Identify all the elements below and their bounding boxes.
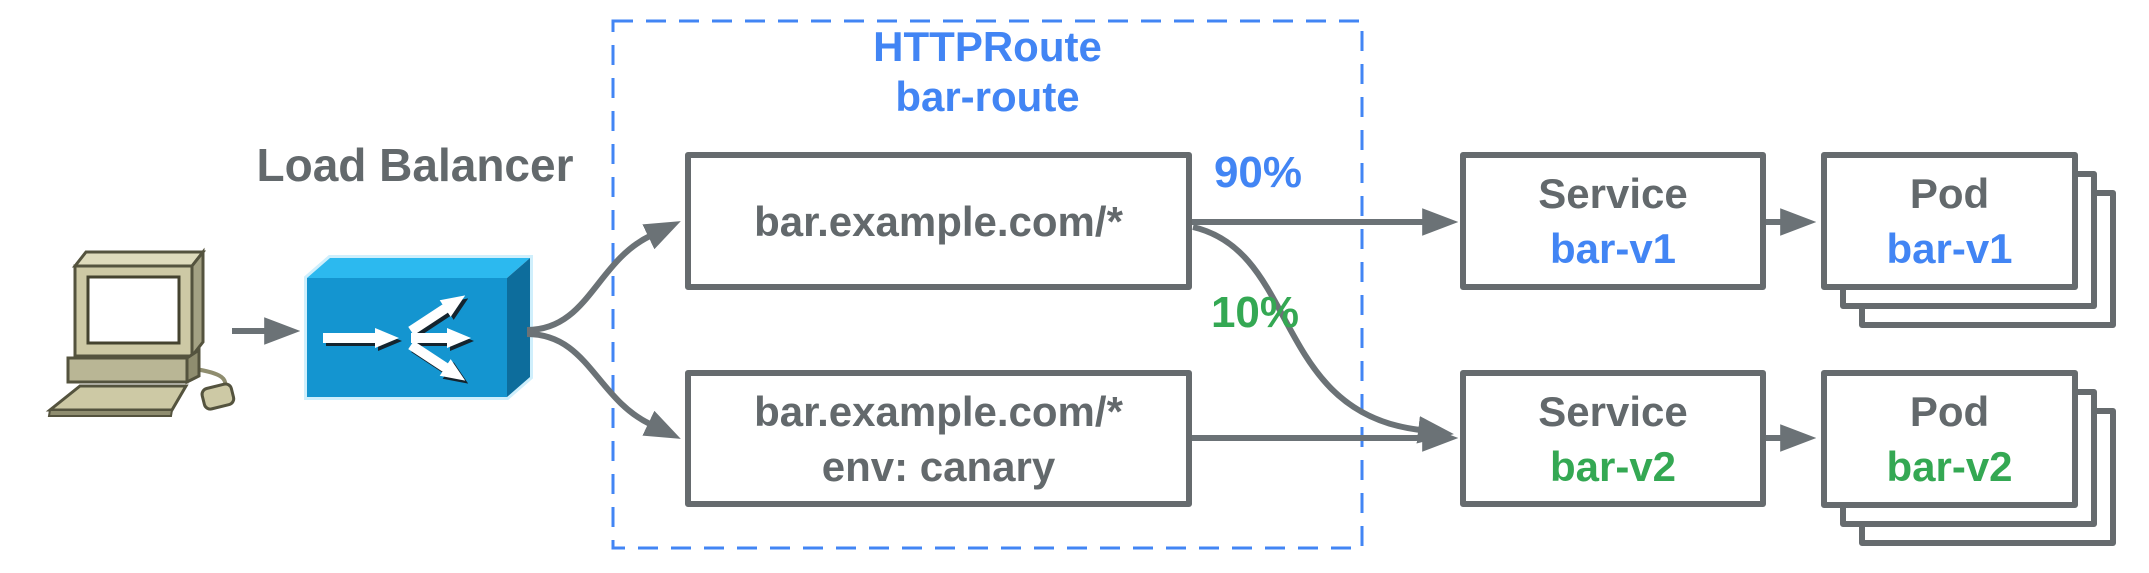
lb-fork-arrow-top: [526, 221, 681, 333]
monitor-top-face: [71, 250, 207, 268]
pod-2-kind: Pod: [1909, 388, 1990, 435]
weight-10-label: 10%: [1210, 288, 1300, 337]
keyboard-front-edge: [47, 409, 174, 417]
mouse-icon: [200, 382, 236, 411]
service-1-name: bar-v1: [1549, 225, 1677, 272]
httproute-title: HTTPRoute bar-route: [613, 22, 1362, 122]
desktop-computer-icon: [45, 247, 236, 417]
match-rule-box-2: bar.example.com/* env: canary: [685, 370, 1192, 507]
monitor-side-face: [190, 247, 205, 361]
route-arrow-10-percent-curve: [1192, 224, 1454, 444]
service-box-bar-v1: Service bar-v1: [1460, 152, 1766, 290]
match-rule-2-host: bar.example.com/*: [754, 387, 1123, 435]
lb-side-face: [507, 258, 530, 397]
httproute-group-dashed-border: [611, 19, 1364, 550]
lb-fork-arrow-bottom: [526, 331, 681, 439]
service-1-kind: Service: [1538, 170, 1688, 217]
keyboard-icon: [45, 384, 189, 412]
pod-card-bar-v2: Pod bar-v2: [1821, 370, 2078, 508]
pod-stack-bar-v1: Pod bar-v1: [1821, 152, 2117, 329]
pod-card-bar-v1: Pod bar-v1: [1821, 152, 2078, 290]
weight-90-label: 90%: [1213, 148, 1303, 197]
lb-traffic-split-arrows: [323, 295, 471, 381]
service-2-name: bar-v2: [1549, 442, 1677, 490]
service-box-bar-v2: Service bar-v2: [1460, 370, 1766, 507]
pod-1-name: bar-v1: [1886, 225, 2013, 272]
load-balancer-icon: [304, 255, 533, 400]
httproute-kind-label: HTTPRoute: [873, 23, 1102, 70]
pod-1-kind: Pod: [1909, 170, 1990, 217]
lb-top-face: [307, 258, 530, 278]
match-rule-box-1: bar.example.com/*: [685, 152, 1192, 290]
cpu-slab: [66, 356, 189, 384]
match-rule-2-header: env: canary: [821, 442, 1056, 490]
match-rule-1-host: bar.example.com/*: [754, 197, 1123, 245]
monitor-screen: [86, 275, 181, 345]
service-2-kind: Service: [1538, 387, 1688, 435]
pod-2-name: bar-v2: [1886, 443, 2013, 490]
pod-stack-bar-v2: Pod bar-v2: [1821, 370, 2117, 547]
httproute-name-label: bar-route: [895, 73, 1080, 120]
load-balancer-label: Load Balancer: [256, 139, 574, 191]
